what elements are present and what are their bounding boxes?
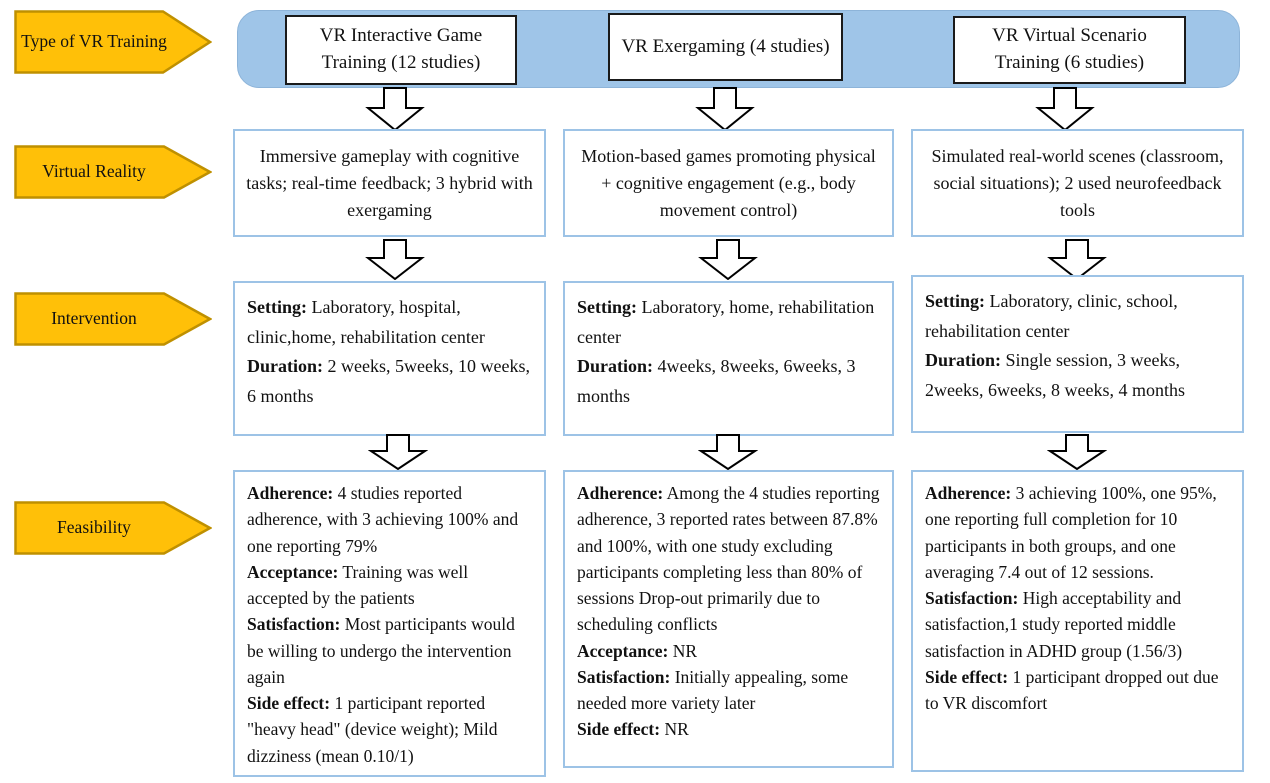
column-title-exergaming: VR Exergaming (4 studies) xyxy=(608,13,843,81)
feasibility-adherence: Adherence: 4 studies reported adherence,… xyxy=(247,480,532,559)
setting-label: Setting: xyxy=(925,291,985,311)
feasibility-side-effect: Side effect: 1 participant reported "hea… xyxy=(247,690,532,769)
down-arrow-icon xyxy=(1047,239,1107,280)
row-label-text: Intervention xyxy=(51,308,137,329)
feasibility-text: Among the 4 studies reporting adherence,… xyxy=(577,483,880,635)
intervention-duration: Duration: 4weeks, 8weeks, 6weeks, 3 mont… xyxy=(577,352,880,411)
row-label-intervention: Intervention xyxy=(14,292,212,346)
feasibility-text: 3 achieving 100%, one 95%, one reporting… xyxy=(925,483,1217,582)
setting-value: Laboratory, clinic, school, rehabilitati… xyxy=(925,291,1178,341)
feasibility-label: Adherence: xyxy=(247,483,334,503)
intervention-box-interactive-game: Setting: Laboratory, hospital, clinic,ho… xyxy=(233,281,546,436)
row-label-virtual-reality: Virtual Reality xyxy=(14,145,212,199)
feasibility-text: 1 participant reported "heavy head" (dev… xyxy=(247,693,498,766)
duration-label: Duration: xyxy=(577,356,653,377)
pentagon-arrow-icon xyxy=(14,501,212,555)
setting-label: Setting: xyxy=(247,297,307,317)
column-title-text: VR Virtual Scenario Training (6 studies) xyxy=(992,25,1147,73)
down-arrow-icon xyxy=(365,239,425,280)
row-label-text: Feasibility xyxy=(57,517,131,538)
down-arrow-icon xyxy=(1047,434,1107,470)
intervention-duration: Duration: Single session, 3 weeks, 2week… xyxy=(925,346,1230,405)
setting-value: Laboratory, hospital, clinic,home, rehab… xyxy=(247,297,485,347)
duration-value: 4weeks, 8weeks, 6weeks, 3 months xyxy=(577,356,856,407)
row-label-text: Virtual Reality xyxy=(42,161,146,182)
down-arrow-icon xyxy=(695,87,755,131)
virtual-reality-box-exergaming: Motion-based games promoting physical + … xyxy=(563,129,894,237)
feasibility-text: Most participants would be willing to un… xyxy=(247,614,515,687)
feasibility-text: Initially appealing, some needed more va… xyxy=(577,666,849,713)
feasibility-box-exergaming: Adherence: Among the 4 studies reporting… xyxy=(563,470,894,768)
feasibility-label: Adherence: xyxy=(577,483,664,503)
duration-label: Duration: xyxy=(925,350,1001,371)
feasibility-label: Acceptance: xyxy=(577,640,669,661)
virtual-reality-text: Motion-based games promoting physical + … xyxy=(581,145,876,220)
feasibility-label: Adherence: xyxy=(925,483,1012,503)
feasibility-adherence: Adherence: Among the 4 studies reporting… xyxy=(577,480,880,638)
feasibility-label: Acceptance: xyxy=(247,561,339,582)
feasibility-box-virtual-scenario: Adherence: 3 achieving 100%, one 95%, on… xyxy=(911,470,1244,772)
feasibility-side-effect: Side effect: NR xyxy=(577,716,880,742)
pentagon-arrow-icon xyxy=(14,292,212,346)
virtual-reality-box-virtual-scenario: Simulated real-world scenes (classroom, … xyxy=(911,129,1244,237)
row-label-type-of-vr-training: Type of VR Training xyxy=(14,10,212,74)
duration-value: 2 weeks, 5weeks, 10 weeks, 6 months xyxy=(247,356,530,407)
row-label-feasibility: Feasibility xyxy=(14,501,212,555)
pentagon-arrow-icon xyxy=(14,145,212,199)
setting-value: Laboratory, home, rehabilitation center xyxy=(577,297,875,347)
feasibility-text: 4 studies reported adherence, with 3 ach… xyxy=(247,483,519,556)
column-title-text: VR Exergaming (4 studies) xyxy=(621,35,830,57)
row-label-text: Type of VR Training xyxy=(21,31,167,52)
feasibility-acceptance: Acceptance: NR xyxy=(577,638,880,664)
feasibility-text: NR xyxy=(672,640,698,661)
down-arrow-icon xyxy=(698,239,758,280)
feasibility-text: Training was well accepted by the patien… xyxy=(247,561,469,608)
setting-label: Setting: xyxy=(577,297,637,317)
down-arrow-icon xyxy=(365,87,425,131)
intervention-setting: Setting: Laboratory, clinic, school, reh… xyxy=(925,287,1230,346)
virtual-reality-box-interactive-game: Immersive gameplay with cognitive tasks;… xyxy=(233,129,546,237)
feasibility-label: Satisfaction: xyxy=(925,588,1019,608)
intervention-setting: Setting: Laboratory, hospital, clinic,ho… xyxy=(247,293,532,352)
feasibility-label: Side effect: xyxy=(577,719,661,740)
pentagon-arrow-icon xyxy=(14,10,212,74)
feasibility-label: Satisfaction: xyxy=(577,666,671,687)
feasibility-satisfaction: Satisfaction: Initially appealing, some … xyxy=(577,664,880,717)
feasibility-text: NR xyxy=(664,719,689,740)
feasibility-satisfaction: Satisfaction: High acceptability and sat… xyxy=(925,585,1230,664)
duration-value: Single session, 3 weeks, 2weeks, 6weeks,… xyxy=(925,350,1185,401)
feasibility-side-effect: Side effect: 1 participant dropped out d… xyxy=(925,664,1230,717)
down-arrow-icon xyxy=(368,434,428,470)
column-title-interactive-game: VR Interactive Game Training (12 studies… xyxy=(285,15,517,85)
intervention-box-exergaming: Setting: Laboratory, home, rehabilitatio… xyxy=(563,281,894,436)
column-title-text: VR Interactive Game Training (12 studies… xyxy=(319,25,483,73)
feasibility-label: Satisfaction: xyxy=(247,614,341,635)
feasibility-adherence: Adherence: 3 achieving 100%, one 95%, on… xyxy=(925,480,1230,585)
feasibility-acceptance: Acceptance: Training was well accepted b… xyxy=(247,559,532,612)
column-title-virtual-scenario: VR Virtual Scenario Training (6 studies) xyxy=(953,16,1186,84)
down-arrow-icon xyxy=(698,434,758,470)
feasibility-text: High acceptability and satisfaction,1 st… xyxy=(925,588,1183,661)
feasibility-text: 1 participant dropped out due to VR disc… xyxy=(925,666,1219,713)
virtual-reality-text: Immersive gameplay with cognitive tasks;… xyxy=(246,145,533,220)
feasibility-label: Side effect: xyxy=(925,666,1009,687)
feasibility-box-interactive-game: Adherence: 4 studies reported adherence,… xyxy=(233,470,546,777)
intervention-setting: Setting: Laboratory, home, rehabilitatio… xyxy=(577,293,880,352)
intervention-box-virtual-scenario: Setting: Laboratory, clinic, school, reh… xyxy=(911,275,1244,433)
duration-label: Duration: xyxy=(247,356,323,377)
virtual-reality-text: Simulated real-world scenes (classroom, … xyxy=(931,145,1224,220)
down-arrow-icon xyxy=(1035,87,1095,131)
feasibility-label: Side effect: xyxy=(247,693,331,713)
feasibility-satisfaction: Satisfaction: Most participants would be… xyxy=(247,611,532,690)
intervention-duration: Duration: 2 weeks, 5weeks, 10 weeks, 6 m… xyxy=(247,352,532,411)
